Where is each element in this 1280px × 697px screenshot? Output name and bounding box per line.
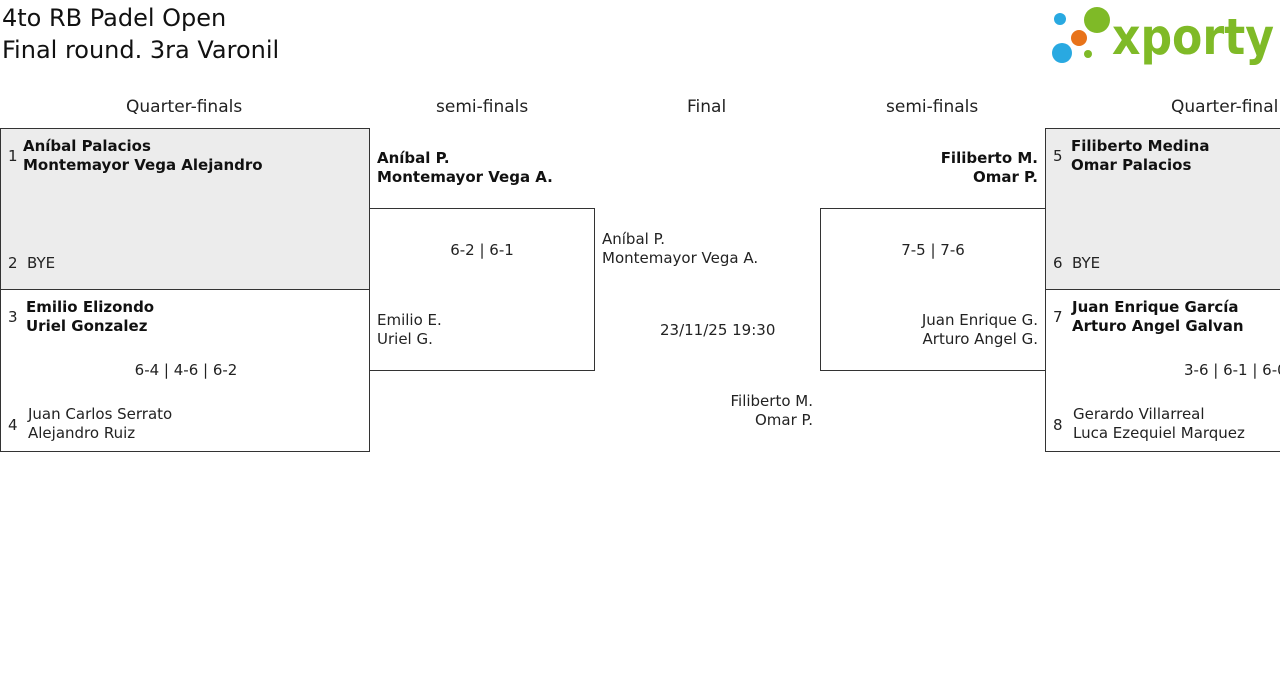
final-bottom-player-2[interactable]: Omar P. <box>754 411 813 429</box>
right-qf-match-2[interactable]: 7 Juan Enrique García Arturo Angel Galva… <box>1045 289 1280 452</box>
player-name[interactable]: Juan Enrique G. <box>921 311 1038 329</box>
right-sf-match[interactable]: 7-5 | 7-6 Juan Enrique G. Arturo Angel G… <box>820 208 1046 371</box>
seed-number: 2 <box>8 254 18 272</box>
round-header-right-qf: Quarter-final <box>1171 97 1279 117</box>
round-subtitle: Final round. 3ra Varonil <box>2 36 280 64</box>
final-top-player-2[interactable]: Montemayor Vega A. <box>602 249 759 267</box>
match-score: 3-6 | 6-1 | 6-0 <box>1184 361 1280 379</box>
bye-label: BYE <box>27 254 56 272</box>
player-name[interactable]: Emilio Elizondo <box>26 298 155 316</box>
match-score: 7-5 | 7-6 <box>901 241 965 259</box>
final-bottom-player-1[interactable]: Filiberto M. <box>730 392 814 410</box>
right-sf-top-player-2[interactable]: Omar P. <box>972 168 1038 186</box>
final-top-player-1[interactable]: Aníbal P. <box>602 230 666 248</box>
player-name[interactable]: Juan Enrique García <box>1072 298 1239 316</box>
player-name[interactable]: Uriel G. <box>377 330 433 348</box>
match-score: 6-2 | 6-1 <box>450 241 514 259</box>
player-name[interactable]: Emilio E. <box>377 311 442 329</box>
left-sf-top-player-2[interactable]: Montemayor Vega A. <box>377 168 553 186</box>
seed-number: 8 <box>1053 416 1063 434</box>
seed-number: 4 <box>8 416 18 434</box>
player-name[interactable]: Uriel Gonzalez <box>26 317 148 335</box>
xporty-logo-mark: xporty <box>1052 7 1274 66</box>
logo-dot-blue-small <box>1054 13 1066 25</box>
player-name[interactable]: Montemayor Vega Alejandro <box>23 156 263 174</box>
logo-dot-blue <box>1052 43 1072 63</box>
xporty-logo[interactable]: xporty <box>1050 4 1276 66</box>
match-score: 6-4 | 4-6 | 6-2 <box>134 361 238 379</box>
bye-label: BYE <box>1072 254 1101 272</box>
left-sf-match[interactable]: 6-2 | 6-1 Emilio E. Uriel G. <box>369 208 595 371</box>
seed-number: 1 <box>8 147 18 165</box>
player-name[interactable]: Arturo Angel Galvan <box>1072 317 1244 335</box>
logo-dot-green <box>1084 7 1110 33</box>
final-datetime: 23/11/25 19:30 <box>660 321 776 339</box>
seed-number: 7 <box>1053 308 1063 326</box>
player-name[interactable]: Gerardo Villarreal <box>1073 405 1205 423</box>
left-qf-match-1[interactable]: 1 Aníbal Palacios Montemayor Vega Alejan… <box>0 128 370 290</box>
round-header-final: Final <box>687 97 727 117</box>
round-header-left-qf: Quarter-finals <box>126 97 243 117</box>
logo-wordmark: xporty <box>1112 8 1274 66</box>
player-name[interactable]: Arturo Angel G. <box>922 330 1038 348</box>
right-sf-top-player-1[interactable]: Filiberto M. <box>940 149 1038 167</box>
round-header-left-sf: semi-finals <box>436 97 529 117</box>
left-sf-top-player-1[interactable]: Aníbal P. <box>377 149 450 167</box>
player-name[interactable]: Luca Ezequiel Marquez <box>1073 424 1245 442</box>
player-name[interactable]: Alejandro Ruiz <box>28 424 136 442</box>
player-name[interactable]: Aníbal Palacios <box>23 137 151 155</box>
tournament-title: 4to RB Padel Open <box>2 4 227 32</box>
seed-number: 3 <box>8 308 18 326</box>
left-qf-match-2[interactable]: 3 Emilio Elizondo Uriel Gonzalez 6-4 | 4… <box>0 289 370 452</box>
seed-number: 6 <box>1053 254 1063 272</box>
logo-dot-orange <box>1071 30 1087 46</box>
right-qf-match-1[interactable]: 5 Filiberto Medina Omar Palacios 6 BYE <box>1045 128 1280 290</box>
logo-dot-green-small <box>1084 50 1092 58</box>
player-name[interactable]: Juan Carlos Serrato <box>28 405 173 423</box>
player-name[interactable]: Filiberto Medina <box>1071 137 1210 155</box>
round-header-right-sf: semi-finals <box>886 97 979 117</box>
player-name[interactable]: Omar Palacios <box>1071 156 1192 174</box>
seed-number: 5 <box>1053 147 1063 165</box>
